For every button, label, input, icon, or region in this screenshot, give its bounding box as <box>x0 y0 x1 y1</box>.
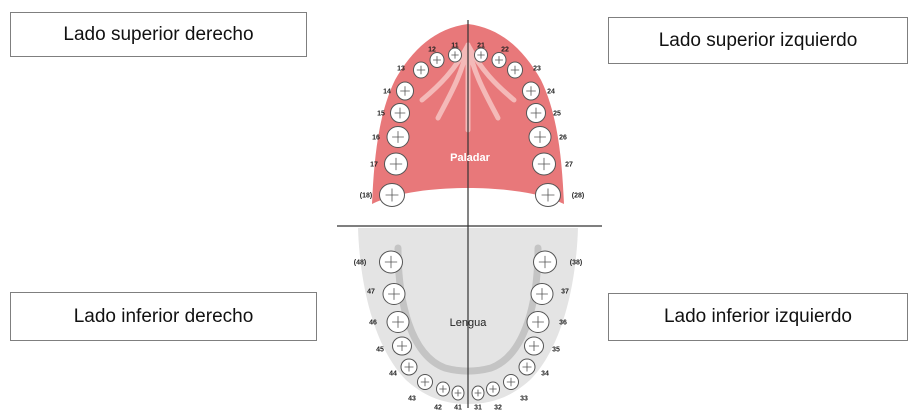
tooth-number: 33 <box>520 396 528 403</box>
tooth-number: 37 <box>561 289 569 296</box>
tooth-number: (48) <box>354 260 366 267</box>
tooth-number: 13 <box>397 66 405 73</box>
tooth-number: 23 <box>533 66 541 73</box>
tooth-number: 26 <box>559 135 567 142</box>
tooth-number: 22 <box>501 47 509 54</box>
tooth-number: 35 <box>552 347 560 354</box>
tooth-number: 15 <box>377 111 385 118</box>
tooth-number: 43 <box>408 396 416 403</box>
tooth-number: 45 <box>376 347 384 354</box>
tooth-number: 32 <box>494 405 502 410</box>
tooth-number: 14 <box>383 89 391 96</box>
tooth-number: 47 <box>367 289 375 296</box>
tooth-number: 16 <box>372 135 380 142</box>
tooth-number: 24 <box>547 89 555 96</box>
tooth-number: 42 <box>434 405 442 410</box>
tooth-number: (18) <box>360 193 372 200</box>
tooth-number: 31 <box>474 405 482 410</box>
tooth-number: 25 <box>553 111 561 118</box>
palate-label: Paladar <box>450 152 490 164</box>
tooth-number: 11 <box>451 43 459 50</box>
tooth-number: 21 <box>477 43 485 50</box>
tooth-number: 41 <box>454 405 462 410</box>
tooth-number: 36 <box>559 320 567 327</box>
tooth-number: 17 <box>370 162 378 169</box>
tongue-label: Lengua <box>450 317 488 329</box>
tooth-number: 27 <box>565 162 573 169</box>
tooth-number: 44 <box>389 371 397 378</box>
tooth-number: 34 <box>541 371 549 378</box>
tooth-number: (28) <box>572 193 584 200</box>
tooth-number: 46 <box>369 320 377 327</box>
tooth-number: 12 <box>428 47 436 54</box>
tooth-number: (38) <box>570 260 582 267</box>
